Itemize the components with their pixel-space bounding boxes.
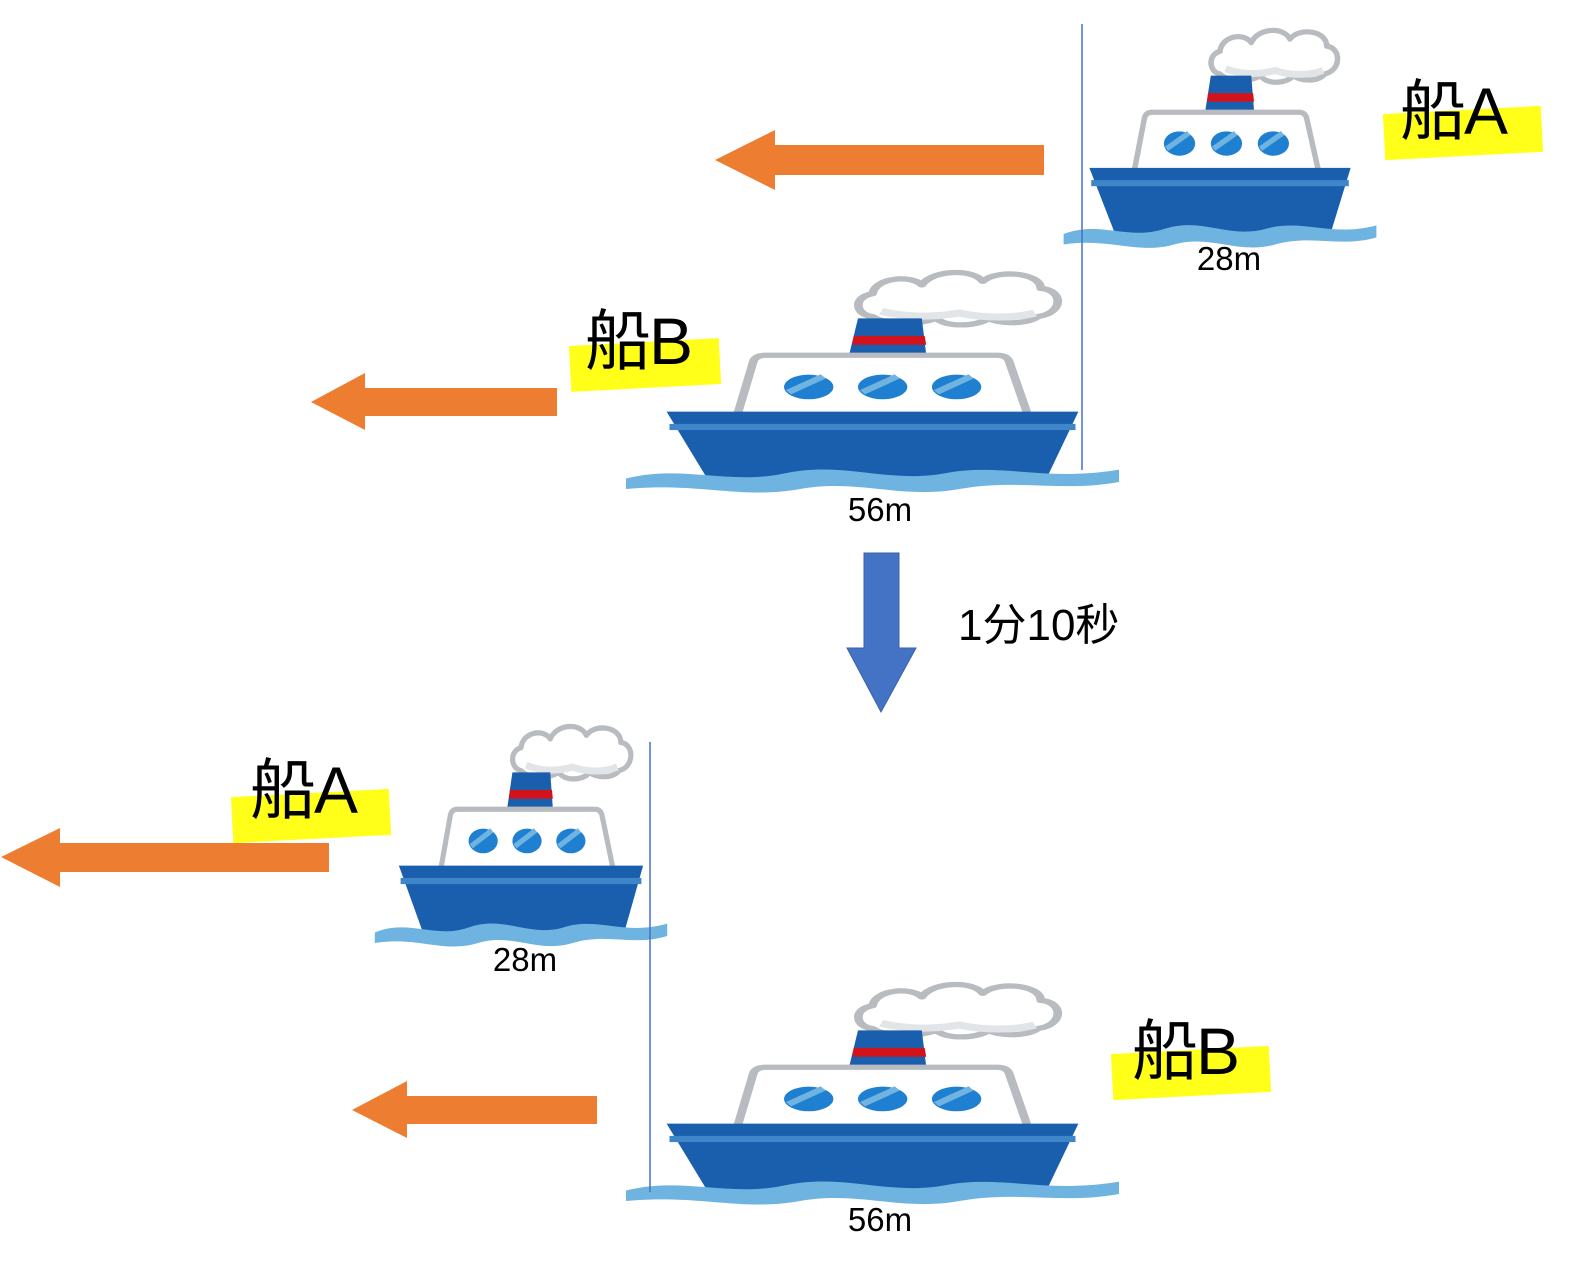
ship-a-before <box>1064 30 1377 247</box>
elapsed-time-label: 1分10秒 <box>958 601 1120 650</box>
motion-arrow-ship-b-after <box>352 1081 597 1138</box>
motion-arrow-ship-a-after <box>1 828 329 887</box>
motion-arrow-ship-b-before <box>311 373 557 430</box>
motion-arrow-ship-a-before <box>715 130 1044 190</box>
ship-a-length-before: 28m <box>1196 240 1262 277</box>
ship-b-length-after: 56m <box>847 1201 913 1238</box>
ship-a-length-after: 28m <box>492 941 558 978</box>
ship-a-after <box>375 727 667 947</box>
ship-b-name-after: 船B <box>1132 1014 1240 1088</box>
down-arrow-icon <box>846 552 917 714</box>
ship-b-name-before: 船B <box>585 304 693 378</box>
ship-b-after <box>626 985 1119 1205</box>
ship-a-name-before: 船A <box>1400 74 1508 148</box>
ship-a-name-after: 船A <box>250 753 358 827</box>
ship-b-length-before: 56m <box>847 491 913 528</box>
